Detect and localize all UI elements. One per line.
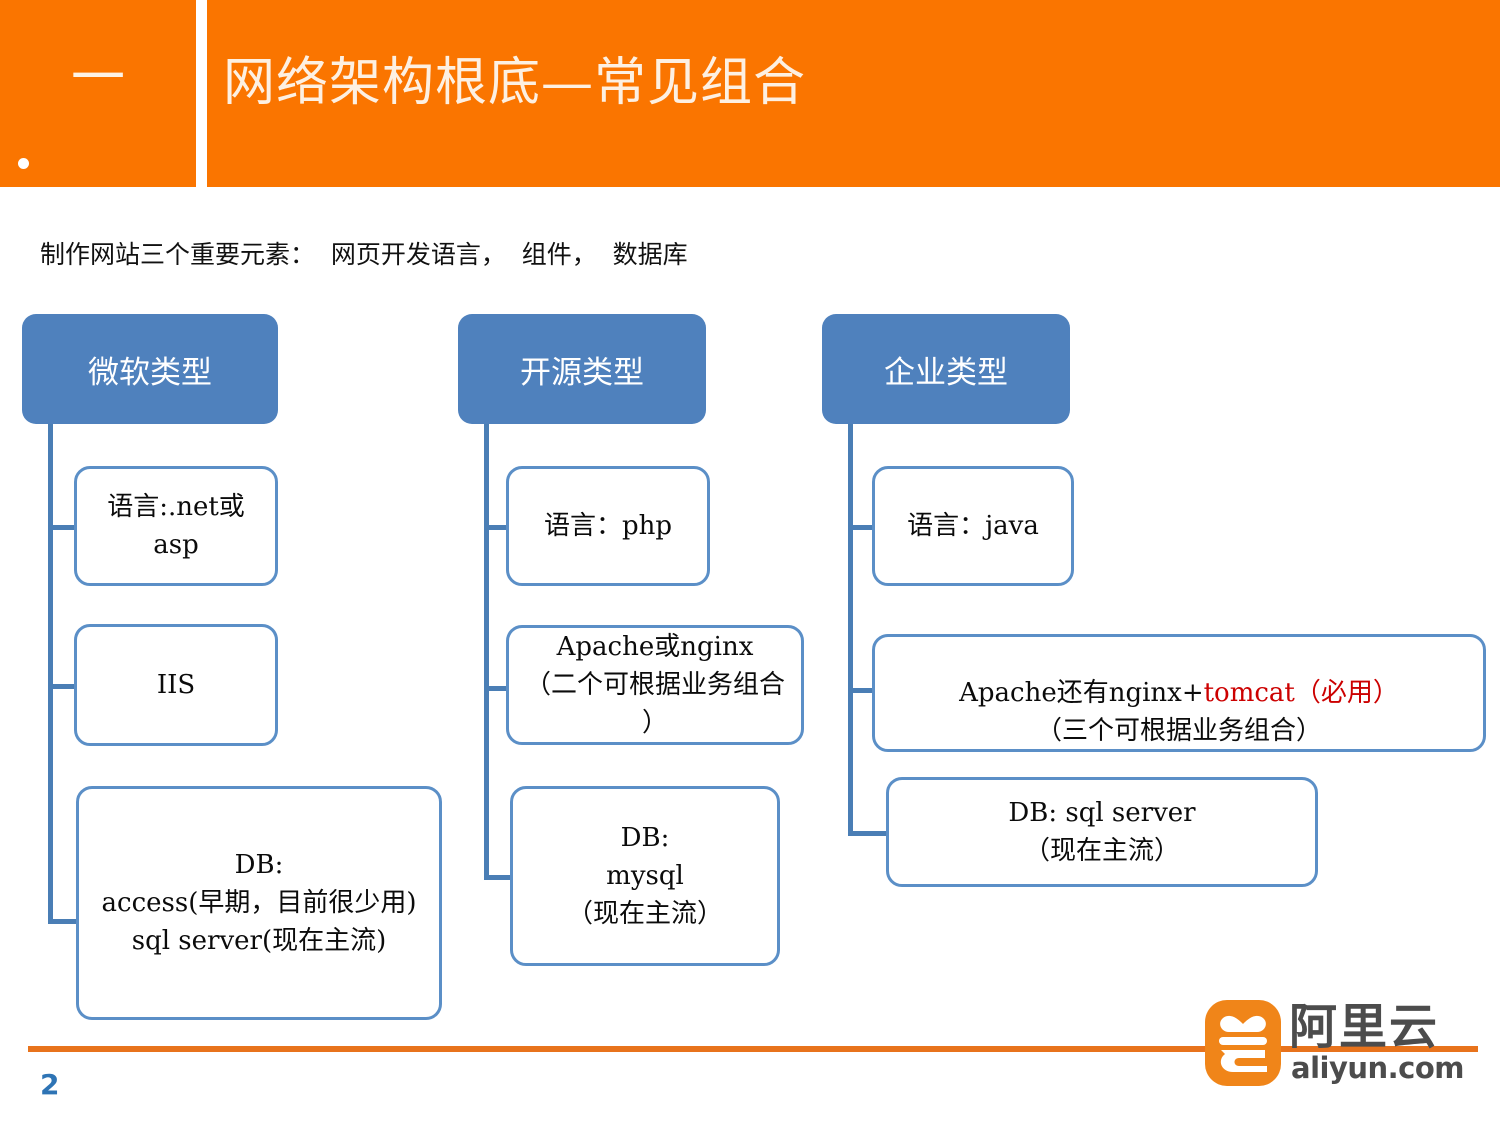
connector-trunk-2 [484, 424, 489, 880]
header-title-block: 网络架构根底—常见组合 [207, 0, 1500, 187]
node-enterprise-server-text: Apache还有nginx+tomcat（必用） （三个可根据业务组合） [883, 636, 1475, 750]
connector-branch-3-1 [848, 525, 878, 530]
header-section-number: 一 [71, 46, 125, 109]
server-text-part-1: Apache还有nginx+ [959, 678, 1204, 708]
node-opensource-language[interactable]: 语言：php [506, 466, 710, 586]
node-enterprise-server[interactable]: Apache还有nginx+tomcat（必用） （三个可根据业务组合） [872, 634, 1486, 752]
connector-branch-3-2 [848, 688, 878, 693]
connector-branch-1-2 [48, 684, 82, 689]
cloud-icon [1219, 1015, 1267, 1072]
page-number: 2 [40, 1068, 60, 1101]
column-head-microsoft[interactable]: 微软类型 [22, 314, 278, 424]
server-text-part-3: （三个可根据业务组合） [1035, 716, 1322, 746]
node-enterprise-language[interactable]: 语言：java [872, 466, 1074, 586]
connector-branch-1-1 [48, 525, 82, 530]
aliyun-logo: 阿里云 aliyun.com [1205, 1000, 1495, 1086]
column-head-enterprise[interactable]: 企业类型 [822, 314, 1070, 424]
header-number-block: 一 [0, 0, 196, 187]
node-microsoft-server[interactable]: IIS [74, 624, 278, 746]
node-opensource-server[interactable]: Apache或nginx （二个可根据业务组合 ） [506, 625, 804, 745]
connector-trunk-3 [848, 424, 853, 836]
column-head-opensource[interactable]: 开源类型 [458, 314, 706, 424]
page-title: 网络架构根底—常见组合 [223, 53, 807, 113]
footer-divider [28, 1046, 1478, 1052]
node-opensource-db[interactable]: DB: mysql （现在主流） [510, 786, 780, 966]
node-microsoft-db[interactable]: DB: access(早期，目前很少用) sql server(现在主流) [76, 786, 442, 1020]
aliyun-logo-mark [1205, 1000, 1281, 1086]
server-text-part-red: tomcat（必用） [1203, 678, 1399, 708]
aliyun-logo-chinese: 阿里云 [1289, 999, 1440, 1055]
connector-branch-2-3 [484, 875, 516, 880]
connector-branch-2-1 [484, 525, 514, 530]
connector-trunk-1 [48, 424, 53, 924]
node-enterprise-db[interactable]: DB: sql server （现在主流） [886, 777, 1318, 887]
connector-branch-2-2 [484, 686, 514, 691]
aliyun-logo-domain: aliyun.com [1291, 1051, 1465, 1085]
connector-branch-3-3 [848, 831, 892, 836]
connector-branch-1-3 [48, 919, 84, 924]
node-microsoft-language[interactable]: 语言:.net或 asp [74, 466, 278, 586]
subtitle-text: 制作网站三个重要元素： 网页开发语言， 组件， 数据库 [40, 240, 688, 269]
header-bullet-dot [18, 158, 29, 169]
